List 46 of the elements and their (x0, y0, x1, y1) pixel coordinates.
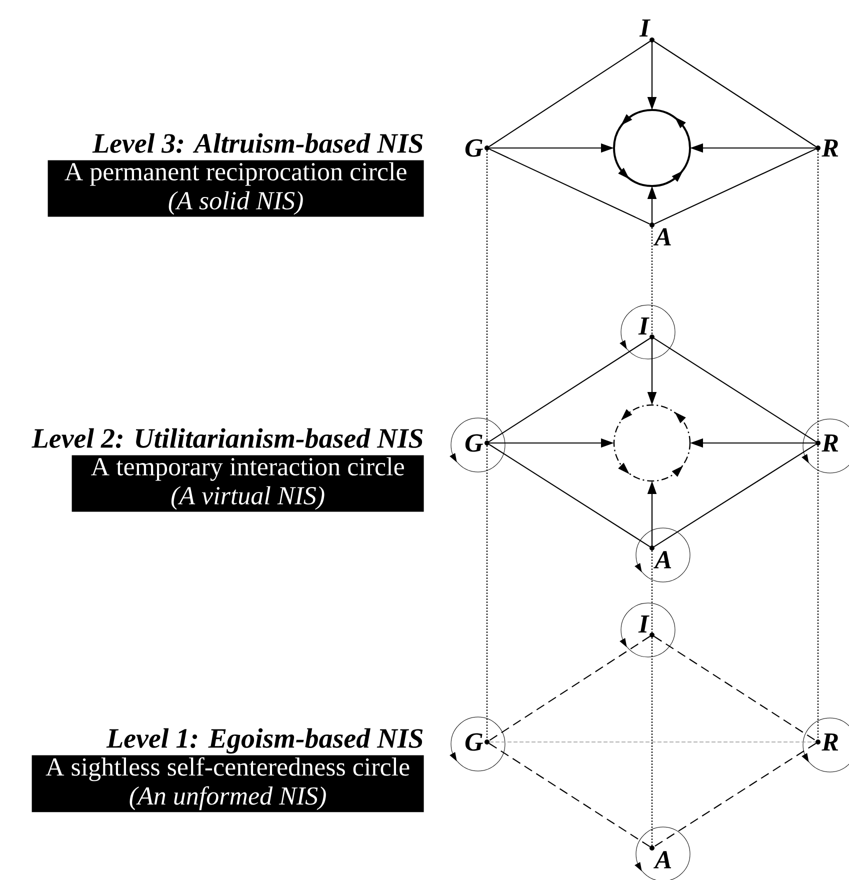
connector-line (654, 40, 816, 148)
node-label: I (639, 20, 650, 37)
connector-line (488, 444, 650, 548)
vertex-point: G (465, 139, 490, 157)
node-label: A (653, 551, 672, 568)
node-label: G (465, 434, 484, 452)
connector-line (654, 148, 816, 224)
description-box: A temporary interaction circle (A virtual NIS) (72, 455, 424, 512)
node-label: I (638, 318, 650, 335)
vertex-point: I (638, 318, 654, 340)
connector-line (488, 742, 650, 848)
vertex-point: R (816, 139, 838, 157)
vertex-point: I (639, 20, 654, 42)
node-label: R (822, 434, 838, 452)
vertex-point: R (816, 734, 838, 751)
node-label: A (653, 851, 672, 868)
connector-line (488, 338, 650, 442)
node-label: I (638, 616, 650, 633)
connector-line (654, 338, 816, 442)
connector-line (488, 636, 650, 742)
connector-line (486, 150, 488, 441)
connector-line (654, 444, 816, 548)
connector-line (654, 636, 816, 742)
node-label: G (465, 733, 484, 751)
node-label: A (653, 228, 671, 246)
connector-line (489, 148, 650, 224)
level-heading: Level 3: Altruism-based NIS (92, 133, 423, 154)
vertex-point: A (650, 222, 671, 246)
vertex-point: A (650, 546, 672, 568)
cycle-circle (613, 109, 691, 187)
vertex-point: R (816, 434, 838, 452)
vertex-point: A (650, 846, 672, 868)
vertex-point: G (465, 434, 490, 452)
description-box: A sightless self-centeredness circle (An unformed NIS) (32, 755, 424, 812)
level-heading: Level 1: Egoism-based NIS (106, 728, 423, 754)
connector-line (486, 445, 488, 740)
node-label: R (822, 139, 838, 157)
description-box: A permanent reciprocation circle (A solid NIS) (48, 160, 424, 217)
connector-line (488, 40, 650, 148)
cycle-circle (613, 404, 691, 482)
connector-line (654, 742, 816, 848)
node-label: G (465, 139, 484, 157)
vertex-point: I (638, 616, 654, 638)
level-heading: Level 2: Utilitarianism-based NIS (32, 428, 423, 448)
node-label: R (822, 733, 838, 751)
vertex-point: G (465, 733, 490, 751)
